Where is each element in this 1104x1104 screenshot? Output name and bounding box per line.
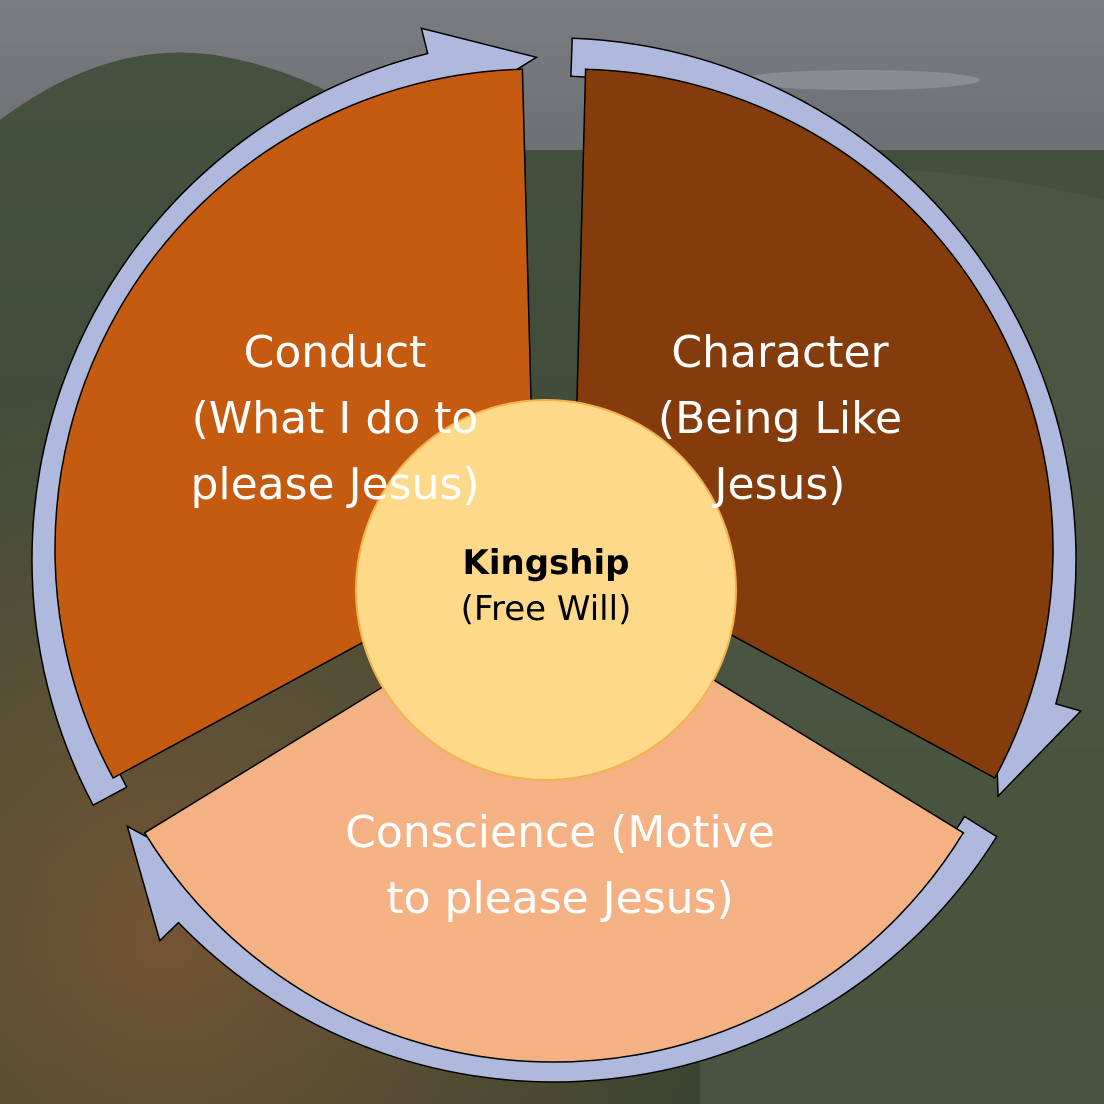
center-circle	[355, 399, 737, 781]
segment-conscience	[143, 581, 965, 1063]
